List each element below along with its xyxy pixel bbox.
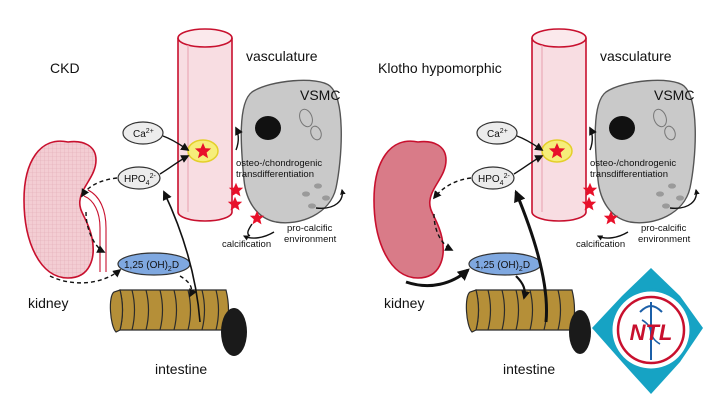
phosphate-label: HPO42- (478, 173, 510, 187)
procalcific-label-line1: pro-calcific (287, 223, 333, 234)
vitamin-d-label: 1,25 (OH)2D (124, 260, 179, 273)
intestine-label: intestine (503, 361, 555, 377)
panel-klotho: Klotho hypomorphic vasculature VSMC oste… (373, 28, 700, 377)
osteo-label-line1: osteo-/chondrogenic (236, 158, 322, 169)
panel-ckd: CKD vasculature VSMC osteo-/chondrogenic… (23, 28, 346, 377)
phosphate-oval (471, 166, 515, 190)
vasculature-label: vasculature (600, 48, 672, 64)
procalcific-particles (656, 183, 684, 209)
calcification-label: calcification (222, 239, 271, 250)
calcium-label: Ca2+ (133, 128, 154, 140)
kidney-label: kidney (28, 295, 68, 311)
panel-title: CKD (50, 60, 80, 76)
ntl-logo: NTL (592, 268, 703, 394)
calcium-oval (476, 121, 518, 145)
nucleus (255, 116, 281, 140)
vsmc-label: VSMC (654, 87, 694, 103)
phosphate-label: HPO42- (124, 173, 156, 187)
calcification-label: calcification (576, 239, 625, 250)
osteo-label-line2: transdifferentiation (590, 169, 668, 180)
kidney-label: kidney (384, 295, 424, 311)
vsmc-label: VSMC (300, 87, 340, 103)
blood-vessel (531, 28, 587, 222)
kidney-shape (373, 140, 447, 279)
procalcific-particles (302, 183, 330, 209)
nucleus (609, 116, 635, 140)
flow-arrows (49, 126, 346, 323)
procalcific-label-line2: environment (284, 234, 337, 245)
kidney-shape (23, 140, 97, 279)
intestine-label: intestine (155, 361, 207, 377)
vitamin-d-label: 1,25 (OH)2D (475, 260, 530, 273)
phosphate-oval (117, 166, 161, 190)
intestine-shape (109, 289, 247, 356)
flow-arrows (405, 126, 700, 323)
procalcific-label-line2: environment (638, 234, 691, 245)
panel-title: Klotho hypomorphic (378, 60, 502, 76)
vasculature-label: vasculature (246, 48, 318, 64)
calcium-oval (122, 121, 164, 145)
intestine-shape (465, 289, 591, 354)
procalcific-label-line1: pro-calcific (641, 223, 687, 234)
blood-vessel (177, 28, 233, 222)
calcium-label: Ca2+ (487, 128, 508, 140)
osteo-label-line1: osteo-/chondrogenic (590, 158, 676, 169)
osteo-label-line2: transdifferentiation (236, 169, 314, 180)
logo-text: NTL (630, 320, 673, 345)
